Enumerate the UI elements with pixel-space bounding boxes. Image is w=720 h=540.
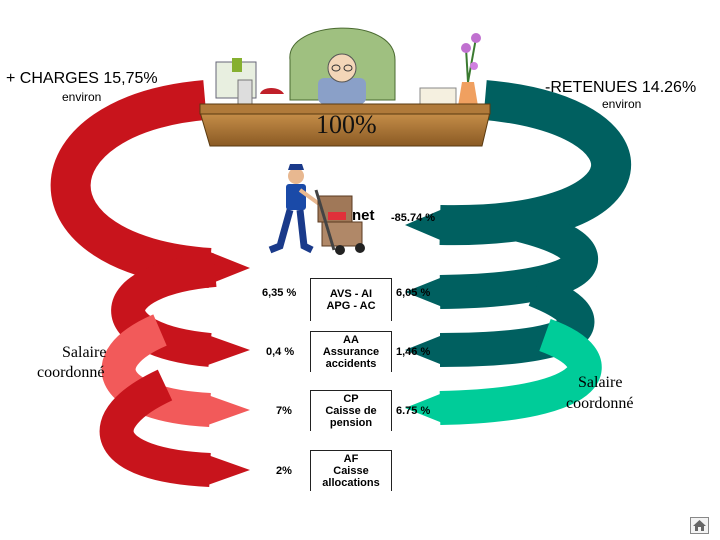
home-icon-glyph bbox=[693, 520, 706, 531]
cp-box: CP Caisse de pension bbox=[310, 390, 392, 431]
af-box-line2: Caisse bbox=[333, 465, 369, 477]
salaire-left-line2: coordonné bbox=[37, 364, 105, 381]
aa-box-line1: AA bbox=[343, 334, 359, 346]
avs-box-line2: APG - AC bbox=[326, 300, 376, 312]
avs-employee-pct: 6,05 % bbox=[396, 287, 431, 299]
af-box-line1: AF bbox=[343, 453, 359, 465]
af-box: AF Caisse allocations bbox=[310, 450, 392, 491]
home-icon[interactable] bbox=[690, 517, 709, 534]
af-employer-pct: 2% bbox=[276, 465, 292, 477]
salaire-left-line1: Salaire bbox=[62, 344, 107, 361]
charges-arrow-top bbox=[50, 80, 250, 288]
cp-box-line1: CP bbox=[343, 393, 359, 405]
retenues-arrow-top bbox=[405, 80, 631, 246]
retenues-arrow-cp bbox=[405, 318, 602, 425]
net-value: -85.74 % bbox=[391, 212, 436, 224]
retenues-title: -RETENUES 14.26% bbox=[545, 79, 697, 96]
office-clerk-illustration bbox=[199, 27, 491, 147]
net-label: net bbox=[352, 207, 375, 224]
aa-employee-pct: 1,46 % bbox=[396, 346, 431, 358]
cp-employer-pct: 7% bbox=[276, 405, 292, 417]
charges-title: + CHARGES 15,75% bbox=[6, 70, 158, 87]
delivery-worker-illustration bbox=[268, 164, 365, 255]
af-box-line3: allocations bbox=[322, 477, 380, 489]
avs-box: AVS - AI APG - AC bbox=[310, 278, 392, 321]
cp-box-line2: Caisse de bbox=[325, 405, 377, 417]
charges-arrow-af bbox=[99, 369, 250, 487]
aa-box-line2: Assurance bbox=[322, 346, 380, 358]
salaire-right-line1: Salaire bbox=[578, 374, 623, 391]
cp-employee-pct: 6.75 % bbox=[396, 405, 431, 417]
charges-arrow-avs bbox=[111, 253, 250, 367]
cp-box-line3: pension bbox=[329, 417, 373, 429]
avs-box-line1: AVS - AI bbox=[329, 288, 373, 300]
avs-employer-pct: 6,35 % bbox=[262, 287, 297, 299]
retenues-arrow-avs bbox=[405, 208, 598, 309]
aa-box-line3: accidents bbox=[325, 358, 377, 370]
charges-note: environ bbox=[62, 90, 102, 104]
aa-box: AA Assurance accidents bbox=[310, 331, 392, 372]
retenues-note: environ bbox=[602, 97, 642, 111]
aa-employer-pct: 0,4 % bbox=[266, 346, 295, 358]
charges-arrow-cp bbox=[101, 314, 250, 427]
desk-total-label: 100% bbox=[316, 110, 377, 139]
salaire-right-line2: coordonné bbox=[566, 395, 634, 412]
